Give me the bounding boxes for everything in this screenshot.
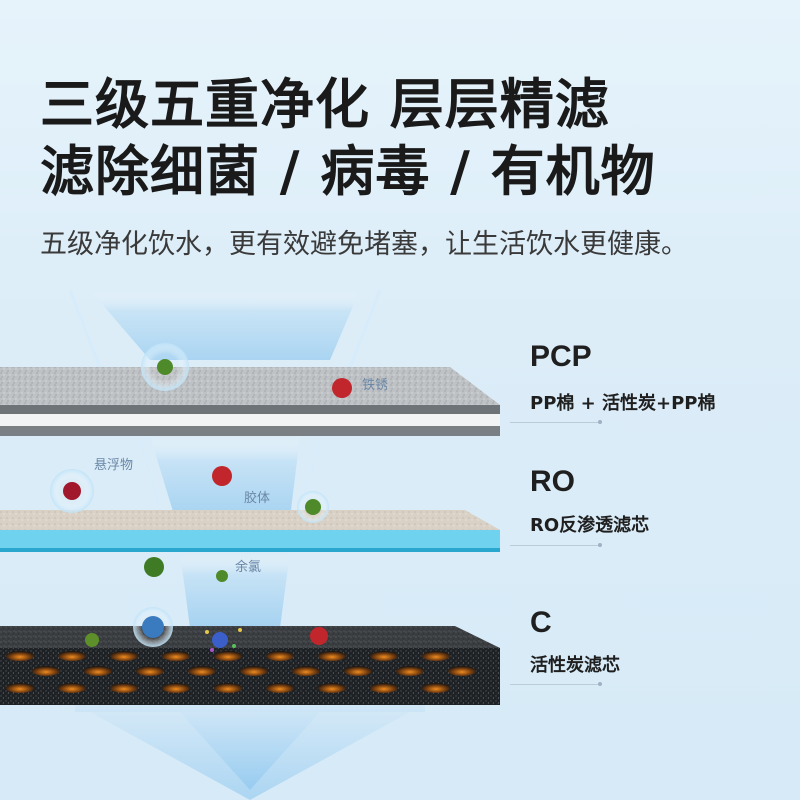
carbon-hole — [214, 651, 242, 661]
carbon-hole — [214, 683, 242, 693]
carbon-hole — [6, 651, 34, 661]
carbon-filter-layer — [0, 626, 500, 705]
label-colloid: 胶体 — [244, 491, 271, 506]
leader-line-c — [510, 684, 598, 685]
carbon-hole — [448, 666, 476, 676]
germ-green-chlorine-1 — [144, 557, 164, 577]
leader-dot-c — [598, 682, 602, 686]
carbon-hole — [422, 683, 450, 693]
carbon-hole — [318, 651, 346, 661]
label-chlorine: 余氯 — [235, 560, 262, 575]
carbon-hole — [84, 666, 112, 676]
carbon-hole — [344, 666, 372, 676]
subtitle: 五级净化饮水，更有效避免堵塞，让生活饮水更健康。 — [40, 229, 688, 260]
germ-red-iron — [332, 378, 352, 398]
headline-line-2: 滤除细菌 / 病毒 / 有机物 — [40, 140, 656, 203]
carbon-hole — [162, 683, 190, 693]
carbon-hole — [318, 683, 346, 693]
carbon-hole — [6, 683, 34, 693]
leader-dot-ro — [598, 543, 602, 547]
carbon-hole — [58, 683, 86, 693]
carbon-hole — [136, 666, 164, 676]
carbon-hole — [266, 651, 294, 661]
germ-green-chlorine-2 — [216, 570, 228, 582]
leader-line-pcp — [510, 422, 598, 423]
carbon-hole — [292, 666, 320, 676]
carbon-hole — [396, 666, 424, 676]
carbon-hole — [32, 666, 60, 676]
layer-name-c: C — [530, 606, 552, 639]
contaminant-bubble-1 — [141, 343, 189, 391]
headline-line-1: 三级五重净化 层层精滤 — [40, 73, 610, 136]
water-beam-low — [180, 552, 290, 628]
layer-name-ro: RO — [530, 465, 575, 498]
carbon-hole — [110, 651, 138, 661]
carbon-hole — [370, 683, 398, 693]
contaminant-bubble-blue — [133, 607, 173, 647]
water-beam-top — [90, 290, 360, 360]
label-iron-rust: 铁锈 — [362, 378, 389, 393]
layer-desc-c: 活性炭滤芯 — [530, 655, 620, 676]
layer-desc-ro: RO反渗透滤芯 — [530, 515, 650, 536]
carbon-hole — [266, 683, 294, 693]
germ-green-small — [85, 633, 99, 647]
carbon-hole — [240, 666, 268, 676]
carbon-hole — [422, 651, 450, 661]
layer-desc-pcp: PP棉 + 活性炭+PP棉 — [530, 393, 716, 414]
layer-name-pcp: PCP — [530, 340, 592, 373]
carbon-hole — [162, 651, 190, 661]
contaminant-bubble-green — [297, 491, 329, 523]
germ-blue-cluster — [205, 628, 242, 652]
carbon-hole — [110, 683, 138, 693]
leader-dot-pcp — [598, 420, 602, 424]
carbon-hole — [188, 666, 216, 676]
carbon-hole — [58, 651, 86, 661]
ro-filter-layer — [0, 510, 500, 552]
label-suspended: 悬浮物 — [94, 458, 134, 473]
germ-red-colloid — [212, 466, 232, 486]
leader-line-ro — [510, 545, 598, 546]
pcp-filter-layer — [0, 367, 500, 436]
germ-red-small — [310, 627, 328, 645]
carbon-hole — [370, 651, 398, 661]
contaminant-bubble-suspended — [50, 469, 94, 513]
